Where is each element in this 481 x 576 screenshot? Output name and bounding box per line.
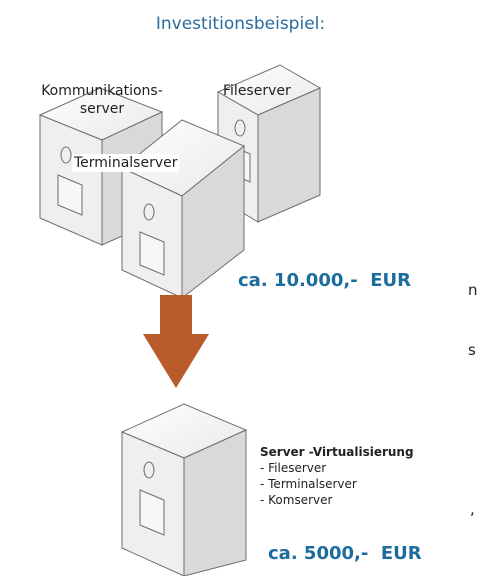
fileserver-label: Fileserver [223, 83, 291, 99]
virtualization-info: Server -Virtualisierung - Fileserver - T… [260, 444, 414, 508]
virtualization-title: Server -Virtualisierung [260, 445, 414, 459]
price-before: ca. 10.000,- EUR [238, 270, 411, 291]
virtualization-item: - Fileserver [260, 461, 327, 475]
virtualization-item: - Terminalserver [260, 477, 357, 491]
cropped-text-fragment: , [470, 500, 475, 518]
price-after: ca. 5000,- EUR [268, 543, 422, 564]
virtual-server-cube [120, 403, 248, 576]
down-arrow-icon [143, 295, 209, 388]
virtualization-item: - Komserver [260, 493, 333, 507]
kommunikationsserver-label: Kommunikations- server [41, 83, 163, 117]
diagram-title: Investitionsbeispiel: [155, 14, 326, 34]
terminalserver-label: Terminalserver [72, 154, 180, 172]
cropped-text-fragment: s [468, 341, 476, 359]
terminalserver-cube [121, 119, 245, 300]
cropped-text-fragment: n [468, 281, 478, 299]
